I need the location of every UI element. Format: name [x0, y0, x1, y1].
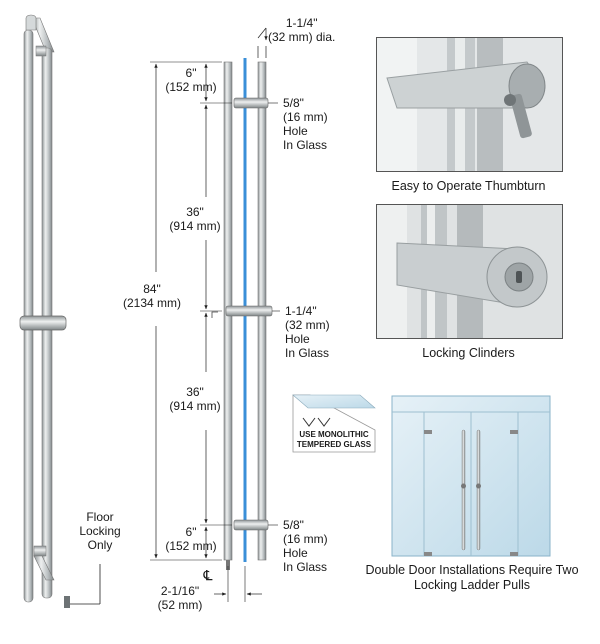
thumbturn-caption: Easy to Operate Thumbturn: [391, 179, 546, 193]
door-pull-left: [461, 429, 466, 551]
overall-height-label: 84" (2134 mm): [122, 282, 181, 310]
double-door-caption: Double Door Installations Require Two Lo…: [365, 563, 579, 592]
ladder-pull-side-view: [19, 14, 101, 608]
top-standoff: [233, 97, 269, 109]
lower-span-label: 36" (914 mm): [169, 385, 221, 413]
door-pull-right: [476, 429, 481, 551]
top-hole-label: 5/8" (16 mm) Hole In Glass: [283, 96, 328, 152]
cylinder-caption: Locking Clinders: [422, 346, 515, 360]
badge-line1: USE MONOLITHIC: [299, 430, 369, 439]
badge-line2: TEMPERED GLASS: [296, 440, 372, 449]
cylinder-photo: [376, 204, 563, 339]
middle-standoff: [225, 305, 273, 317]
top-offset-label: 6" (152 mm): [165, 66, 217, 94]
standoff-label: 2-1/16" (52 mm): [157, 584, 203, 612]
floor-locking-note: Floor Locking Only: [79, 510, 121, 552]
centerline-symbol: ℄: [203, 567, 213, 583]
floor-bolt: [64, 596, 70, 608]
tube-diameter-label: 1-1/4" (32 mm) dia.: [268, 16, 336, 44]
tempered-glass-badge: [292, 394, 376, 453]
thumbturn-photo: [376, 37, 563, 172]
mid-hole-label: 1-1/4" (32 mm) Hole In Glass: [285, 304, 330, 360]
bottom-hole-label: 5/8" (16 mm) Hole In Glass: [283, 518, 328, 574]
double-door-illustration: [391, 395, 551, 557]
middle-standoff-clamp: [19, 315, 67, 331]
upper-span-label: 36" (914 mm): [169, 205, 221, 233]
bottom-standoff: [233, 519, 269, 531]
bottom-offset-label: 6" (152 mm): [165, 525, 217, 553]
ladder-pull-elevation: [150, 27, 280, 602]
floor-lock-pin: [226, 560, 230, 570]
